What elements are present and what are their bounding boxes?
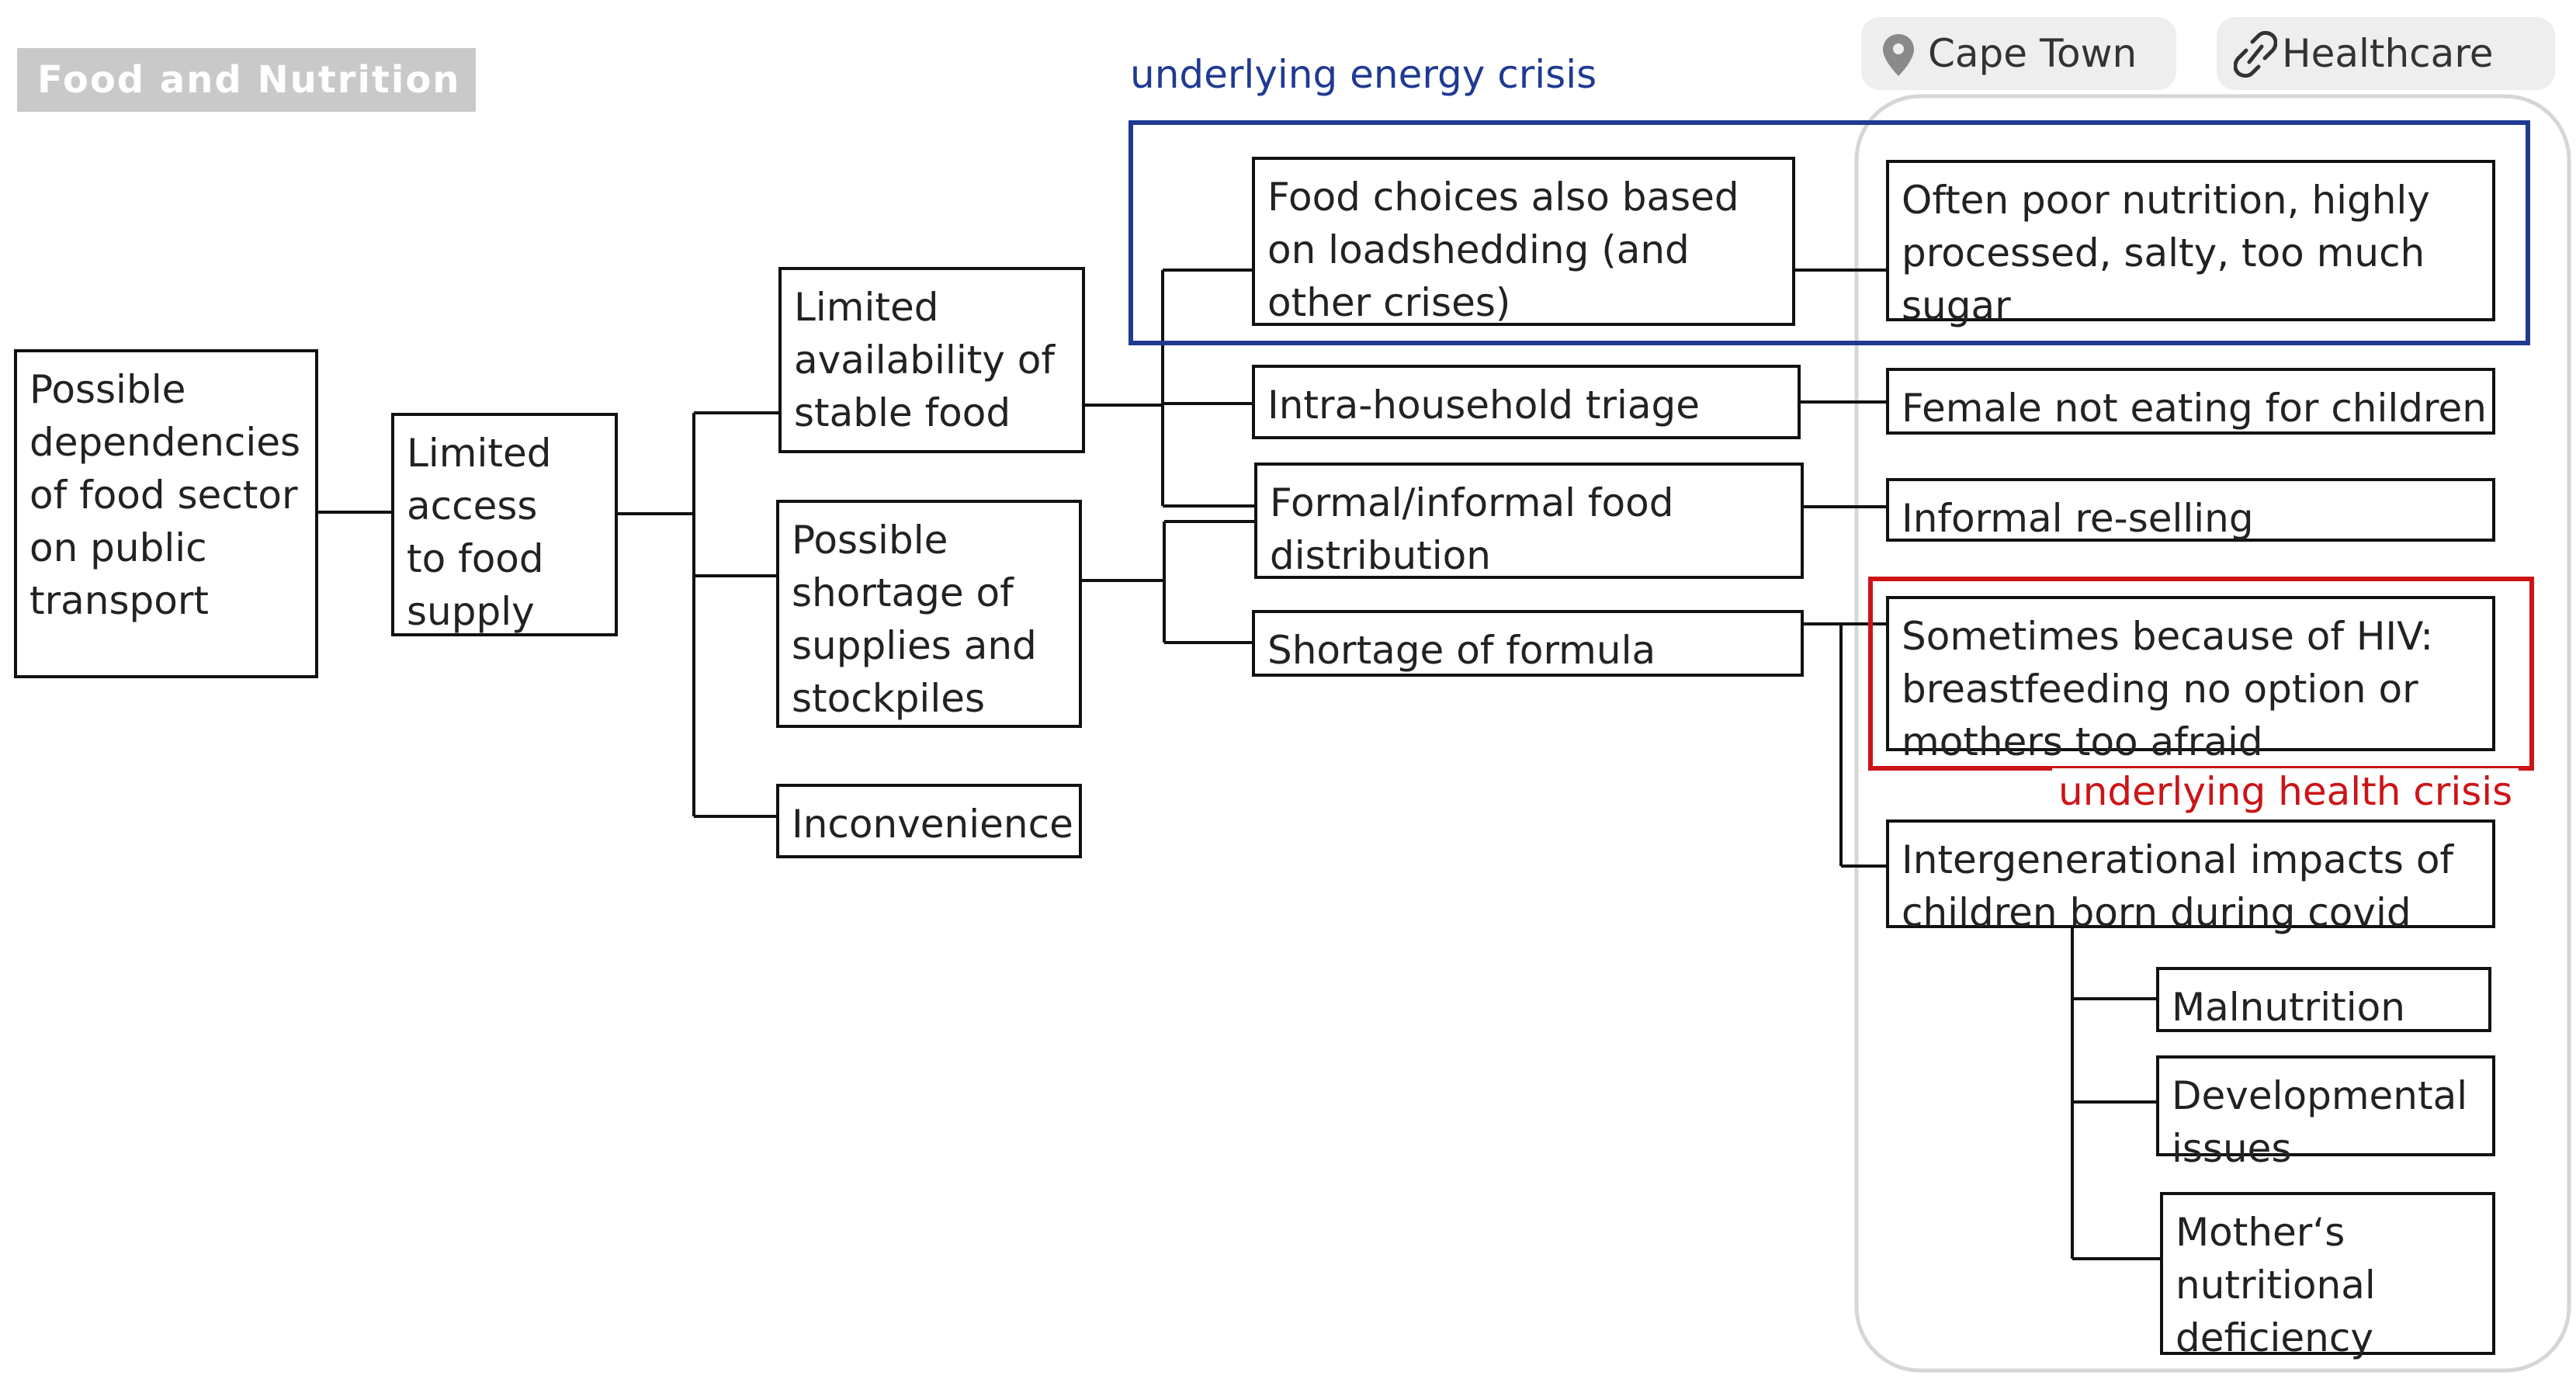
- node-text-line: nutritional: [2176, 1263, 2376, 1308]
- map-pin-icon: [1883, 34, 1914, 76]
- node-text-line: deficiency: [2176, 1315, 2373, 1360]
- node-limited-availability: Limited availability of stable food: [778, 267, 1085, 453]
- node-text-line: children born during covid: [1902, 890, 2411, 935]
- node-intergenerational-impacts: Intergenerational impacts of children bor…: [1886, 819, 2495, 935]
- node-food-choices: Food choices also based on loadshedding (…: [1252, 157, 1795, 326]
- node-text-line: shortage of: [792, 570, 1014, 615]
- node-developmental-issues: Developmental issues: [2156, 1055, 2495, 1171]
- node-text-line: Limited: [407, 431, 552, 476]
- node-text-line: on public: [29, 525, 207, 570]
- node-informal-reselling: Informal re-selling: [1886, 478, 2495, 542]
- node-text-line: Intra-household triage: [1267, 383, 1701, 428]
- node-text-line: supply: [407, 589, 535, 634]
- health-crisis-label: underlying health crisis: [2052, 768, 2519, 815]
- node-text-line: mothers too afraid: [1902, 719, 2263, 764]
- node-text-line: Malnutrition: [2172, 985, 2405, 1030]
- node-text-line: Sometimes because of HIV:: [1902, 614, 2434, 659]
- node-hiv-breastfeeding: Sometimes because of HIV: breastfeeding n…: [1886, 596, 2495, 764]
- node-text-line: breastfeeding no option or: [1902, 667, 2418, 712]
- node-text-line: Often poor nutrition, highly: [1902, 178, 2430, 223]
- node-text-line: Mother‘s: [2176, 1210, 2345, 1255]
- node-malnutrition: Malnutrition: [2156, 967, 2491, 1032]
- node-text-line: Developmental: [2172, 1073, 2468, 1118]
- node-text-line: Informal re-selling: [1902, 496, 2254, 541]
- sector-tag[interactable]: Healthcare: [2217, 17, 2555, 90]
- node-text-line: transport: [29, 578, 210, 623]
- node-text-line: Possible: [792, 518, 948, 563]
- healthcare-region-outline: [1854, 94, 2571, 1373]
- connector-lines: [317, 269, 2162, 1260]
- node-text-line: stable food: [794, 390, 1011, 435]
- node-text-line: Shortage of formula: [1267, 628, 1656, 673]
- node-text-line: other crises): [1267, 280, 1511, 325]
- node-text-line: stockpiles: [792, 676, 986, 721]
- node-text-line: Limited: [794, 285, 939, 330]
- energy-crisis-frame: [1129, 120, 2530, 345]
- node-poor-nutrition: Often poor nutrition, highly processed, s…: [1886, 160, 2495, 328]
- node-text-line: Formal/informal food: [1270, 480, 1674, 525]
- energy-crisis-label: underlying energy crisis: [1130, 52, 1597, 97]
- node-text-line: Intergenerational impacts of: [1902, 837, 2454, 882]
- node-text-line: issues: [2172, 1126, 2292, 1171]
- node-text-line: processed, salty, too much: [1902, 230, 2425, 275]
- location-tag-label: Cape Town: [1928, 31, 2137, 76]
- node-text-line: access: [407, 483, 538, 528]
- node-possible-shortage: Possible shortage of supplies and stockpile…: [776, 500, 1082, 728]
- sector-tag-label: Healthcare: [2282, 31, 2494, 76]
- node-text-line: supplies and: [792, 623, 1037, 668]
- node-text-line: on loadshedding (and: [1267, 227, 1690, 272]
- link-icon: [2234, 31, 2277, 78]
- node-text-line: dependencies: [29, 420, 301, 465]
- node-inconvenience: Inconvenience: [776, 784, 1082, 858]
- location-tag[interactable]: Cape Town: [1861, 17, 2176, 90]
- node-public-transport-dependencies: Possible dependencies of food sector on pub…: [14, 349, 318, 678]
- node-text-line: of food sector: [29, 473, 298, 518]
- node-food-distribution: Formal/informal food distribution: [1254, 463, 1804, 579]
- node-limited-access: Limited access to food supply: [391, 413, 618, 636]
- node-text-line: availability of: [794, 338, 1055, 383]
- node-mothers-nutritional-deficiency: Mother‘s nutritional deficiency: [2160, 1192, 2495, 1360]
- node-text-line: Female not eating for children: [1902, 386, 2487, 431]
- node-text-line: sugar: [1902, 283, 2011, 328]
- node-text-line: distribution: [1270, 533, 1491, 578]
- node-text-line: Inconvenience: [792, 802, 1073, 847]
- node-female-not-eating: Female not eating for children: [1886, 368, 2495, 435]
- node-intra-household-triage: Intra-household triage: [1252, 365, 1801, 439]
- section-title-tag: Food and Nutrition: [17, 48, 476, 112]
- node-text-line: Food choices also based: [1267, 175, 1739, 220]
- node-text-line: to food: [407, 536, 544, 581]
- node-text-line: Possible: [29, 367, 186, 412]
- node-shortage-of-formula: Shortage of formula: [1252, 610, 1804, 677]
